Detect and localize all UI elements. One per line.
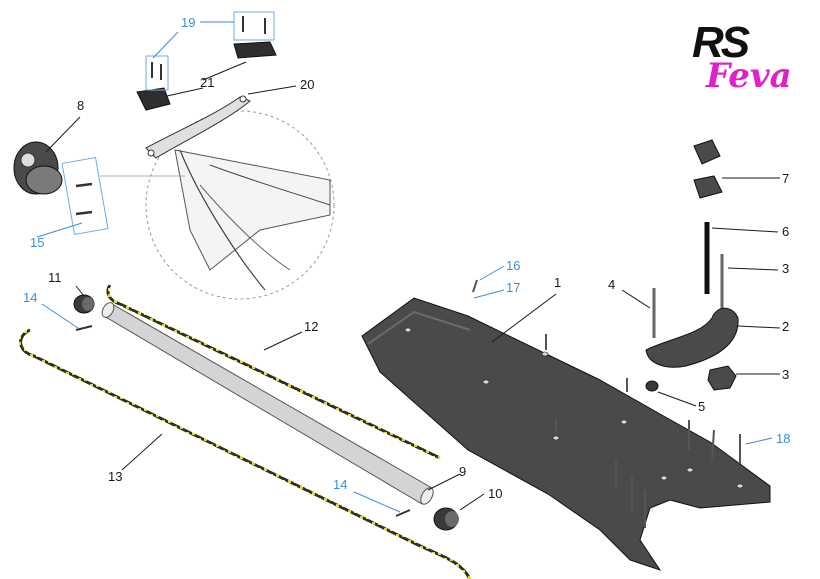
callout-5: 5: [698, 399, 706, 414]
callout-9: 9: [459, 464, 467, 479]
callout-6: 6: [782, 224, 790, 239]
callout-12: 12: [304, 319, 319, 334]
callout-18: 18: [776, 431, 791, 446]
part-7-clips: [693, 139, 723, 199]
part-13-rope: [19, 328, 472, 579]
callout-17: 17: [506, 280, 521, 295]
callout-8: 8: [77, 98, 85, 113]
callout-16: 16: [506, 258, 521, 273]
part-8-block: [13, 141, 63, 195]
hull-fastener-holes: [404, 327, 744, 489]
part-21-clamp: [136, 87, 171, 111]
hull-screws: [472, 279, 741, 528]
rs-feva-logo: RS Feva: [692, 18, 792, 108]
part-20-bracket: [145, 96, 251, 159]
part-3-nut: [707, 365, 737, 391]
logo-feva-text: Feva: [706, 56, 792, 96]
logo-rs-text: RS: [692, 18, 750, 67]
part-1-hull-plate: [361, 297, 771, 571]
detail-magnifier: [100, 110, 335, 300]
leader-lines: [36, 21, 781, 513]
callout-7: 7: [782, 171, 790, 186]
callout-15: 15: [30, 235, 45, 250]
part-10-endcap: [433, 507, 459, 531]
part-11-endcap: [73, 294, 95, 314]
callout-4: 4: [608, 277, 616, 292]
callout-20: 20: [300, 77, 315, 92]
callout-1: 1: [554, 275, 562, 290]
callout-3-bolt: 3: [782, 261, 790, 276]
part-19-clamp: [233, 41, 277, 59]
part-12-rope: [106, 284, 441, 460]
callout-2: 2: [782, 319, 790, 334]
callout-19: 19: [181, 15, 196, 30]
callout-10: 10: [488, 486, 503, 501]
callout-14-left: 14: [23, 290, 38, 305]
part-5-nut: [645, 380, 659, 392]
callout-11: 11: [48, 270, 62, 285]
callout-13: 13: [108, 469, 123, 484]
callout-3-nut: 3: [782, 367, 790, 382]
callout-21: 21: [200, 75, 215, 90]
callout-14-right: 14: [333, 477, 348, 492]
part-2-arm: [645, 307, 739, 368]
